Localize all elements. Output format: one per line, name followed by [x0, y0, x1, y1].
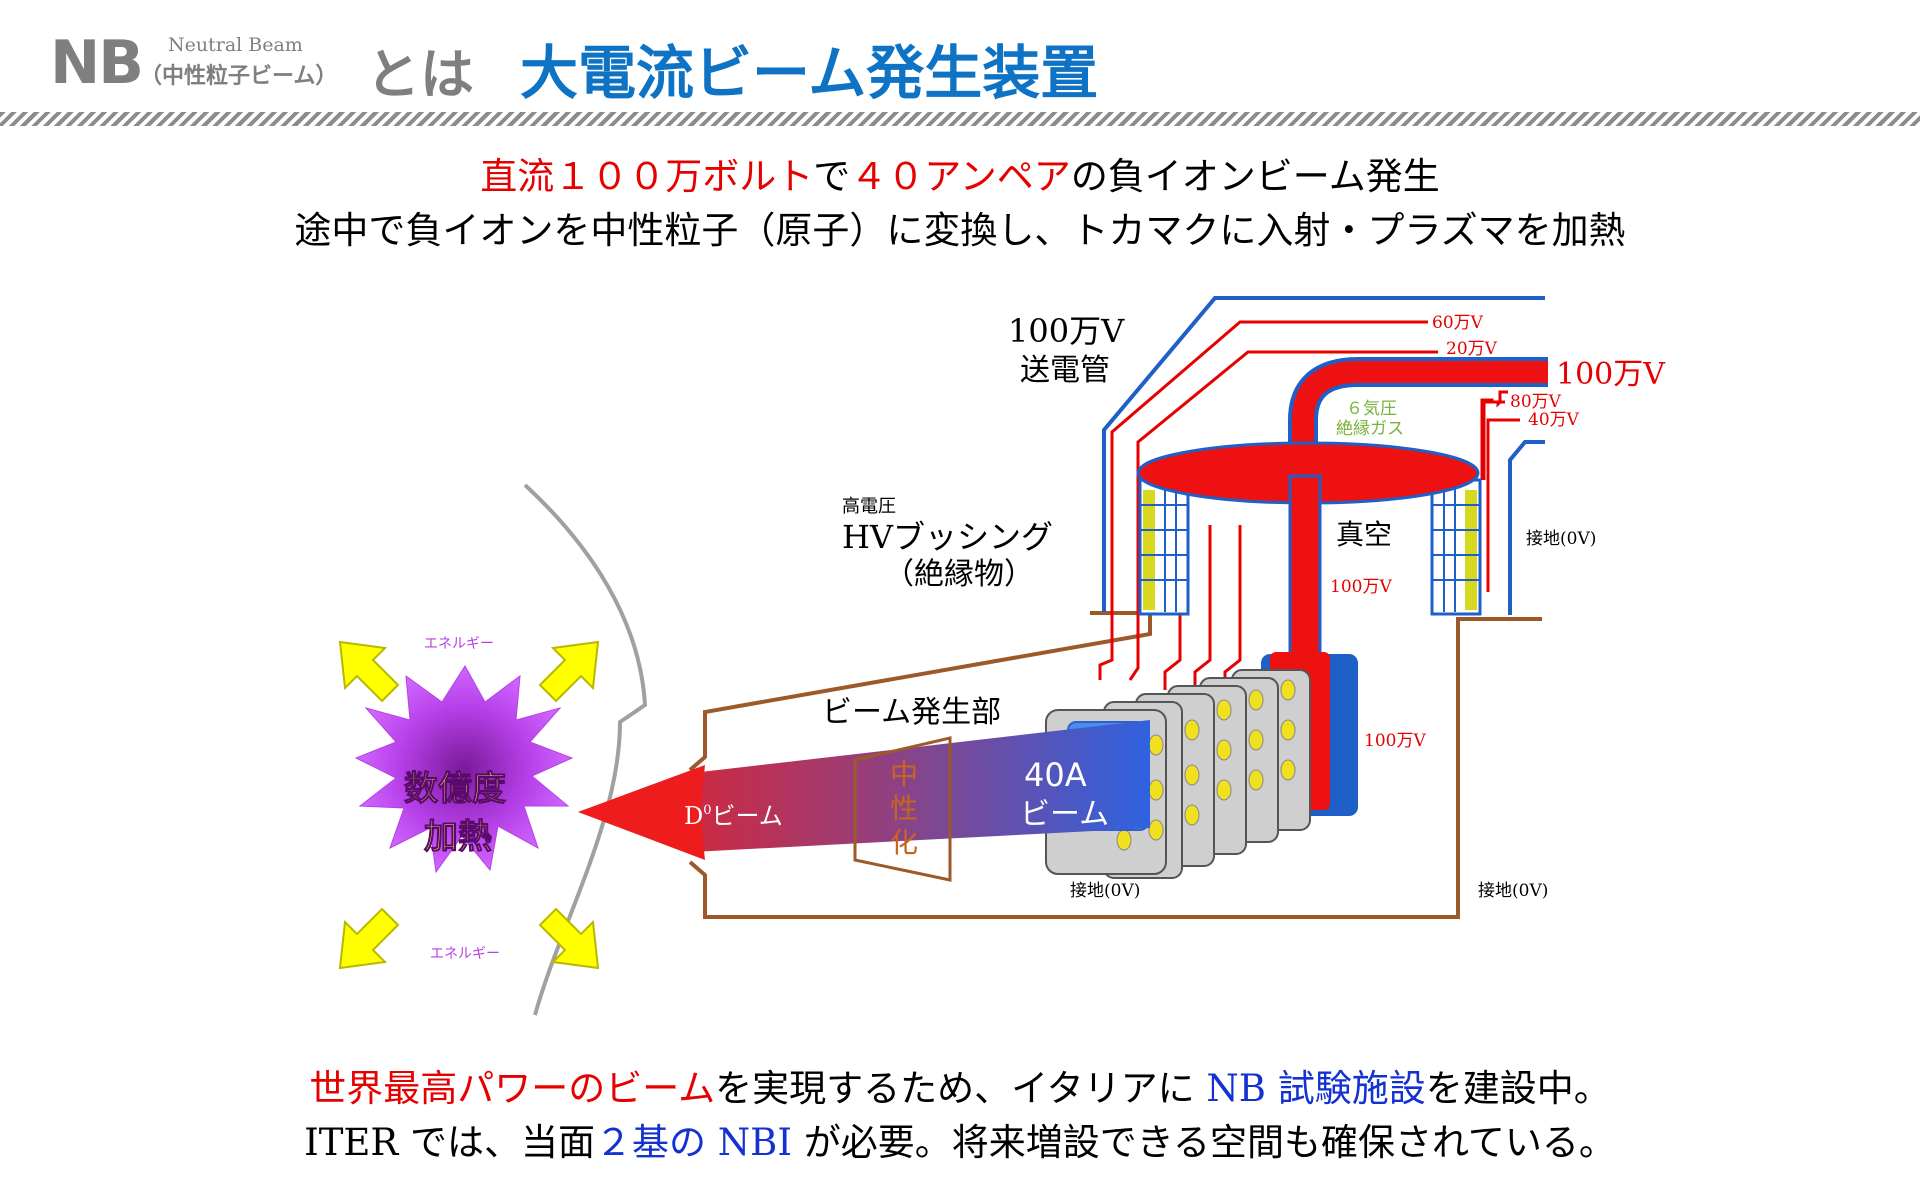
transmission-line-outer [1102, 296, 1545, 612]
v20-label: 20万V [1446, 339, 1498, 359]
footer2-seg-3: が必要。将来増設できる空間も確保されている。 [791, 1121, 1616, 1164]
header-nb: NB [50, 28, 144, 98]
header-toha: とは [366, 43, 474, 106]
intro-line-2: 途中で負イオンを中性粒子（原子）に変換し、トカマクに入射・プラズマを加熱 [294, 209, 1626, 252]
ground-right-bottom-label: 接地(0V) [1478, 881, 1548, 901]
heating-label-1: 数億度 [404, 769, 506, 809]
footer-seg-3: NB 試験施設 [1194, 1067, 1426, 1110]
energy-top-label: エネルギー [424, 636, 494, 652]
gas-label: ６気圧 [1346, 399, 1397, 419]
bushing-left [1138, 478, 1190, 616]
v100-stem-label: 100万V [1330, 577, 1392, 597]
intro-seg-1: 直流１００万ボルト [480, 155, 814, 198]
intro-seg-3: ４０アンペア [850, 155, 1071, 198]
ground-source-label: 接地(0V) [1070, 881, 1140, 901]
hv-stem [1288, 474, 1322, 658]
vessel-top-left [688, 613, 1152, 772]
intro-seg-4: の負イオンビーム発生 [1070, 155, 1440, 198]
beam-section-label: ビーム発生部 [822, 695, 1001, 730]
v60-label: 60万V [1432, 313, 1484, 333]
v40-label: 40万V [1528, 410, 1580, 430]
d0-beam-label: D0ビーム [684, 802, 783, 830]
header-subtitle-jp: （中性粒子ビーム） [140, 64, 338, 89]
heating-label-2: 加熱 [424, 817, 492, 857]
page-title: 大電流ビーム発生装置 [520, 39, 1099, 107]
footer-seg-2: を実現するため、イタリアに [715, 1067, 1195, 1110]
v80-label: 80万V [1510, 392, 1562, 412]
footer2-seg-2: ２基の NBI [595, 1121, 792, 1164]
gas-label-2: 絶縁ガス [1336, 419, 1404, 439]
gas-pipe-inner [1292, 361, 1548, 447]
energy-bottom-label: エネルギー [430, 946, 500, 962]
line-20 [1128, 350, 1438, 681]
beam-body [578, 720, 1150, 852]
ground-right-top-label: 接地(0V) [1526, 529, 1596, 549]
energy-arrows [338, 640, 600, 970]
line-cable4 [1193, 525, 1212, 690]
bushing-small-label: 高電圧 [842, 496, 896, 517]
bushing-right [1430, 478, 1482, 616]
vacuum-label: 真空 [1336, 518, 1392, 551]
footer2-seg-1: ITER では、当面 [304, 1121, 596, 1164]
line-80b [1480, 398, 1505, 480]
neutralizer [853, 736, 952, 882]
bushing-label: HVブッシング [842, 518, 1053, 556]
v100-source-label: 100万V [1364, 731, 1426, 751]
footer-line-1: 世界最高パワーのビームを実現するため、イタリアに NB 試験施設を建設中。 [0, 1058, 1920, 1112]
transmission-line-inner [1508, 440, 1545, 615]
intro-line-1: 直流１００万ボルトで４０アンペアの負イオンビーム発生 [0, 146, 1920, 200]
header-subtitle-en: Neutral Beam [168, 34, 303, 56]
footer-seg-4: を建設中。 [1425, 1067, 1611, 1110]
arrow-bottom-left [338, 907, 400, 970]
beam-40a-label: 40A [1024, 756, 1087, 794]
arrow-top-right [538, 640, 600, 703]
arrow-top-left [338, 640, 400, 703]
heating-star [354, 665, 574, 874]
footer-line-2: ITER では、当面２基の NBI が必要。将来増設できる空間も確保されている。 [0, 1112, 1920, 1166]
tl-name-label: 送電管 [1020, 353, 1110, 388]
line-40 [1486, 418, 1520, 592]
beam-40a-label-2: ビーム [1020, 797, 1109, 832]
footer-seg-1: 世界最高パワーのビーム [309, 1067, 716, 1110]
bushing-paren-label: （絶縁物） [884, 557, 1034, 592]
v100-big-label: 100万V [1556, 357, 1666, 392]
tl-voltage-label: 100万V [1008, 312, 1125, 350]
arrow-bottom-right [538, 907, 600, 970]
neutralizer-char-2: 性 [890, 792, 918, 825]
header-divider [0, 112, 1920, 126]
neutralizer-char-1: 中 [890, 758, 918, 791]
line-60 [1098, 320, 1428, 680]
line-80 [1482, 390, 1508, 480]
intro-seg-2: で [813, 155, 851, 198]
beam-tip [578, 765, 705, 860]
neutralizer-char-3: 化 [890, 826, 918, 859]
line-cable5 [1223, 525, 1242, 690]
